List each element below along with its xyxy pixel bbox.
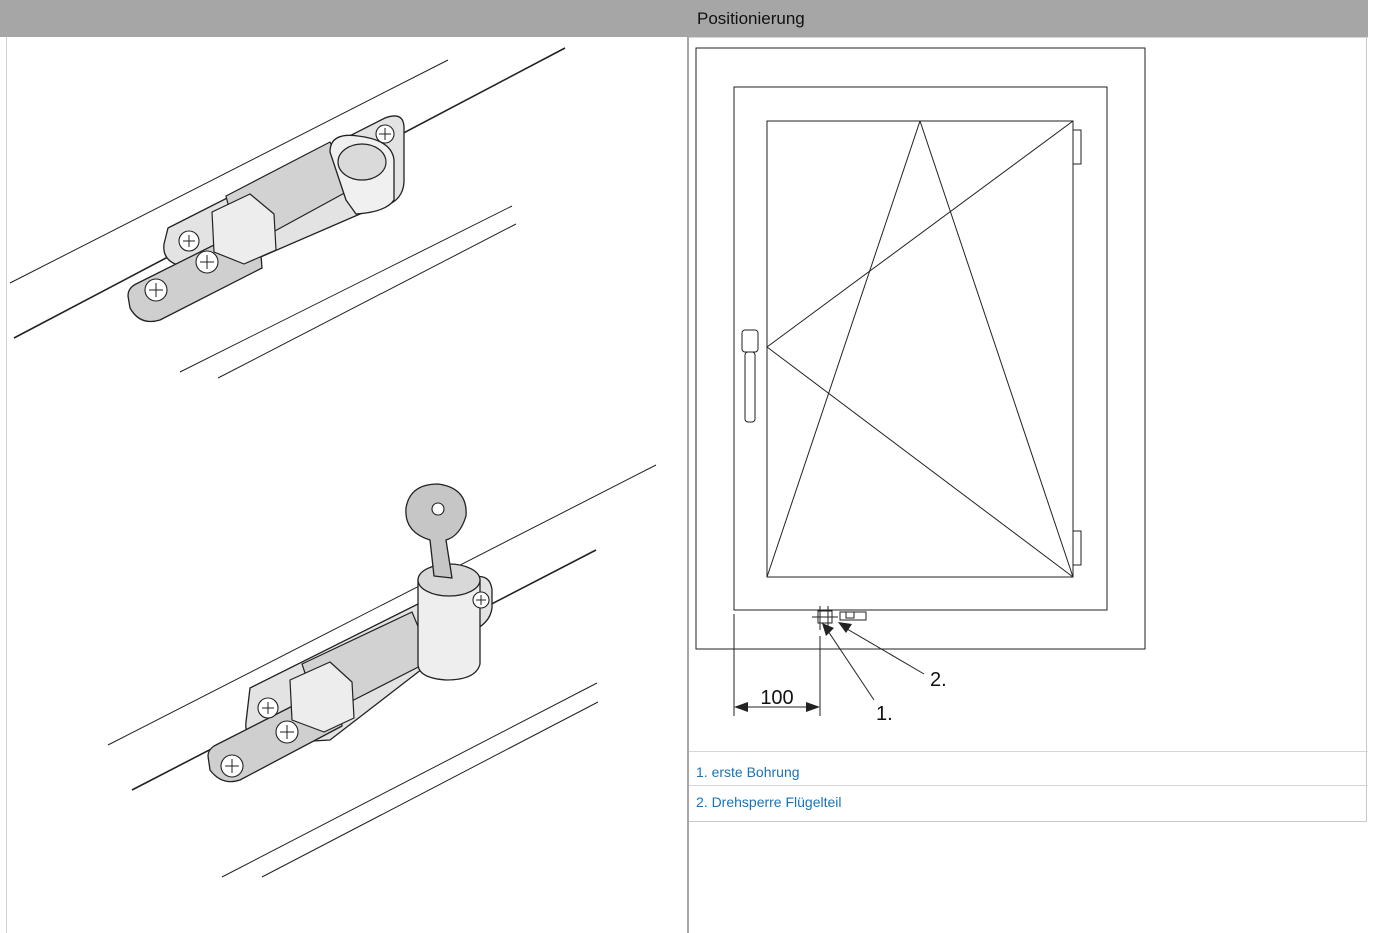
illustration-with-key [107, 464, 657, 878]
dimension-arrow-left [734, 702, 748, 712]
header-underline [689, 37, 1368, 38]
left-header-bar [0, 0, 687, 37]
positioning-panel [689, 37, 1367, 822]
dimension-label: 100 [760, 687, 793, 709]
outer-frame [695, 47, 1146, 650]
callout-arrow-1 [822, 623, 834, 636]
column-divider [687, 0, 689, 933]
window-handle-icon [741, 329, 759, 423]
opening-lines [766, 120, 1074, 578]
hinge-icon [1072, 129, 1082, 566]
illustration-locked [9, 47, 566, 379]
legend-item: 1. erste Bohrung [696, 764, 800, 780]
callout-arrow-2 [838, 622, 852, 633]
legend-mid-rule [689, 785, 1368, 786]
legend-top-rule [689, 751, 1368, 752]
legend-item: 2. Drehsperre Flügelteil [696, 794, 842, 810]
sash-frame [733, 86, 1108, 611]
left-panel-border [6, 37, 7, 933]
dimension-arrow-right [806, 702, 820, 712]
callout-label-1: 1. [876, 703, 893, 725]
callout-label-2: 2. [930, 669, 947, 691]
dimension-line [733, 614, 821, 716]
glass-pane [766, 120, 1074, 578]
section-title: Positionierung [689, 0, 1368, 37]
product-illustration [9, 47, 657, 878]
callout-leaders [825, 625, 925, 701]
